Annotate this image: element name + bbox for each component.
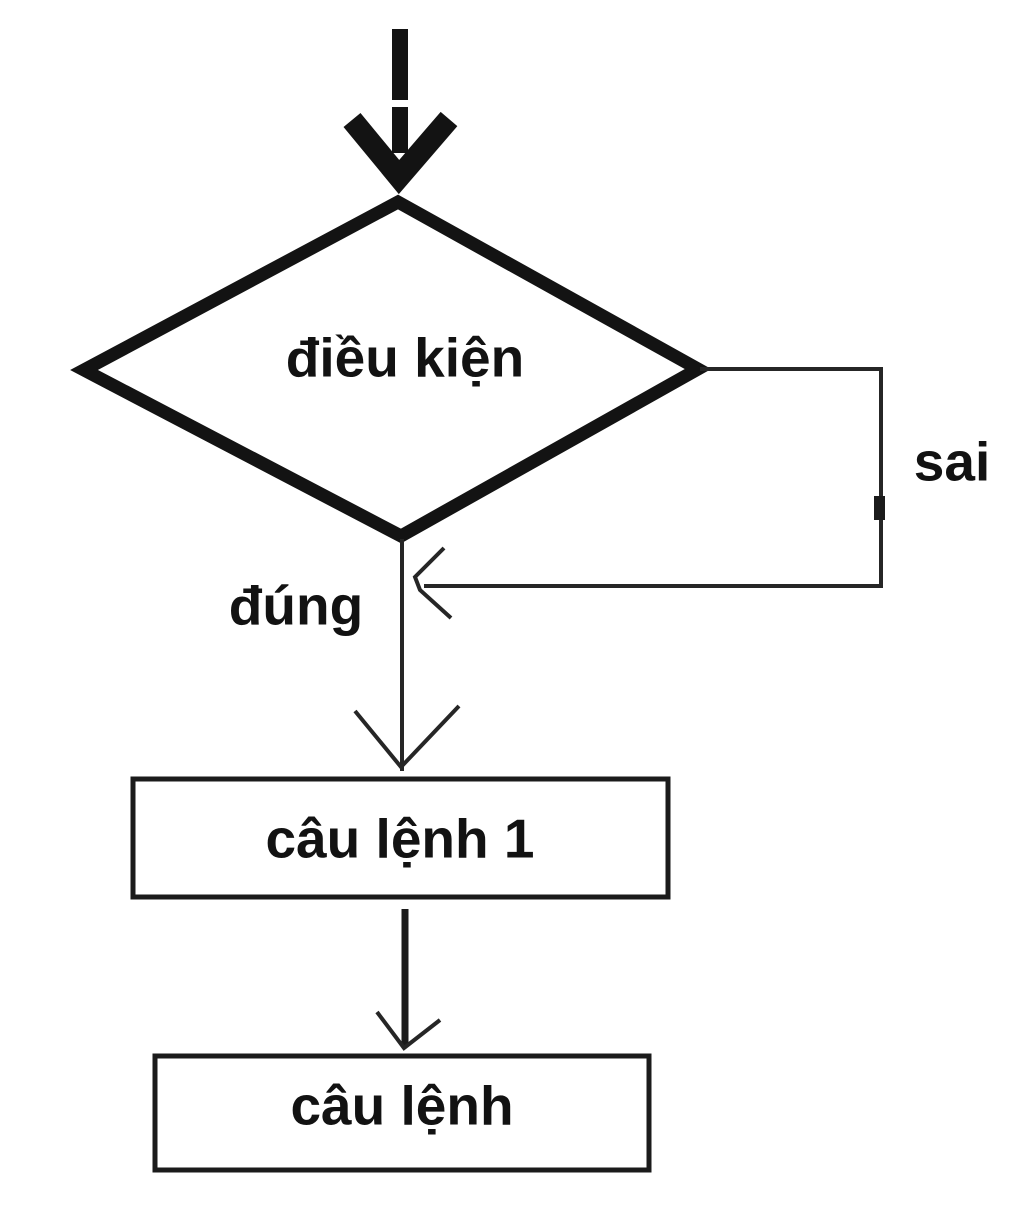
false-branch-label: sai	[913, 430, 991, 493]
loop-back-arrowhead-icon	[412, 546, 453, 620]
statement2-label: câu lệnh	[290, 1074, 514, 1137]
statement1-label: câu lệnh 1	[265, 807, 535, 870]
loop-line-thick-mark	[874, 496, 885, 520]
decision-diamond	[70, 194, 712, 544]
next-statement-arrowhead-icon	[375, 1010, 442, 1051]
statement2-box	[152, 1053, 652, 1173]
loop-back-line	[424, 367, 883, 588]
decision-label: điều kiện	[285, 326, 525, 389]
true-branch-arrowhead-icon	[353, 704, 461, 771]
true-branch-label: đúng	[228, 574, 364, 637]
statement1-box	[130, 776, 671, 900]
entry-arrowhead	[343, 111, 458, 195]
entry-arrow-down-icon	[392, 29, 408, 153]
